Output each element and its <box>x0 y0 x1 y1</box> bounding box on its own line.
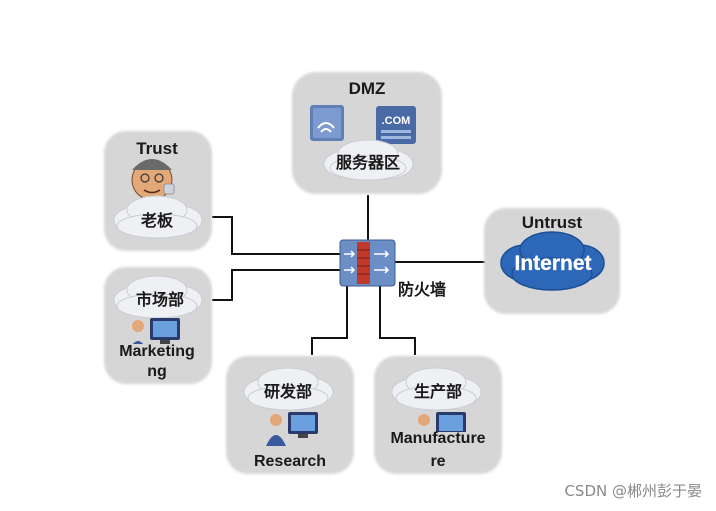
zone-dmz-title: DMZ <box>349 79 386 98</box>
zone-dmz-label: 服务器区 <box>336 153 400 172</box>
zone-untrust-label: Internet <box>514 252 591 275</box>
connection-lines <box>212 195 485 355</box>
user-computer-icon <box>266 412 318 446</box>
boss-avatar-icon <box>131 159 175 201</box>
zone-trust-label: 老板 <box>140 211 174 230</box>
zone-manufacture-sublabel-line2: re <box>430 453 445 470</box>
link-research-firewall <box>311 286 348 355</box>
zone-manufacture-sublabel-line1: Manufacture <box>390 430 485 447</box>
zone-marketing-sublabel-line1-visible: Marketing <box>119 343 195 360</box>
internet-cloud-icon <box>500 231 605 291</box>
trust-cloud <box>113 195 203 239</box>
server-icon <box>310 105 344 141</box>
firewall-icon[interactable] <box>339 239 396 287</box>
link-trust-firewall <box>212 216 340 255</box>
zone-research-sublabel: Research <box>254 453 326 470</box>
user-computer-icon <box>122 318 192 358</box>
link-marketing-firewall <box>212 269 340 301</box>
zone-marketing[interactable]: 市场部 Marketing ng <box>104 267 212 384</box>
zone-untrust-title: Untrust <box>522 213 583 232</box>
zone-trust-title: Trust <box>136 139 178 158</box>
web-server-badge: .COM <box>382 115 411 127</box>
link-manufacture-firewall <box>379 286 416 355</box>
watermark-text: CSDN @郴州彭于晏 <box>564 482 702 500</box>
zone-dmz[interactable]: DMZ .COM 服务器区 <box>292 72 442 194</box>
dmz-cloud <box>323 139 414 181</box>
research-cloud <box>243 367 334 411</box>
zone-research-label: 研发部 <box>264 382 312 401</box>
zone-manufacture-label: 生产部 <box>414 382 462 401</box>
zone-marketing-label: 市场部 <box>136 290 184 309</box>
user-computer-icon <box>388 412 488 446</box>
zone-manufacture[interactable]: 生产部 Manufacture re <box>374 356 502 474</box>
zone-research[interactable]: 研发部 Research <box>226 356 354 474</box>
web-server-icon: .COM <box>376 106 416 144</box>
zone-marketing-sublabel-line2: ng <box>147 363 167 380</box>
zone-untrust[interactable]: Untrust Internet <box>484 208 620 314</box>
marketing-cloud <box>113 275 203 319</box>
firewall-label: 防火墙 <box>398 280 446 299</box>
zone-trust[interactable]: Trust 老板 <box>104 131 212 251</box>
manufacture-cloud <box>391 367 482 411</box>
